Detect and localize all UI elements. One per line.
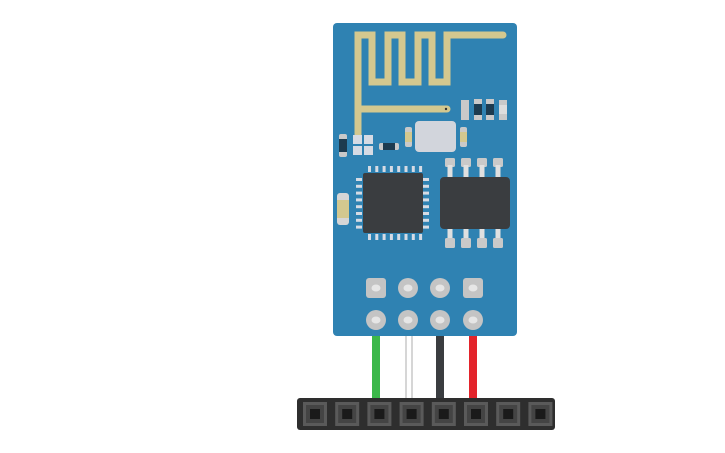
- female-header: [297, 398, 555, 430]
- crystal: [415, 121, 456, 152]
- module-pin-holes: [366, 278, 483, 330]
- wire-black: [436, 336, 444, 400]
- pcb-antenna: [354, 31, 507, 144]
- esp-module-board: [333, 23, 517, 336]
- qfn-body: [363, 173, 423, 233]
- qfn-chip: [356, 166, 429, 240]
- wires: [372, 336, 477, 400]
- smd-components: [337, 99, 507, 225]
- wire-green: [372, 336, 380, 400]
- soic-chip: [440, 158, 510, 248]
- wire-red: [469, 336, 477, 400]
- wire-white: [405, 336, 407, 400]
- soic-body: [440, 177, 510, 229]
- wire-white: [411, 336, 413, 400]
